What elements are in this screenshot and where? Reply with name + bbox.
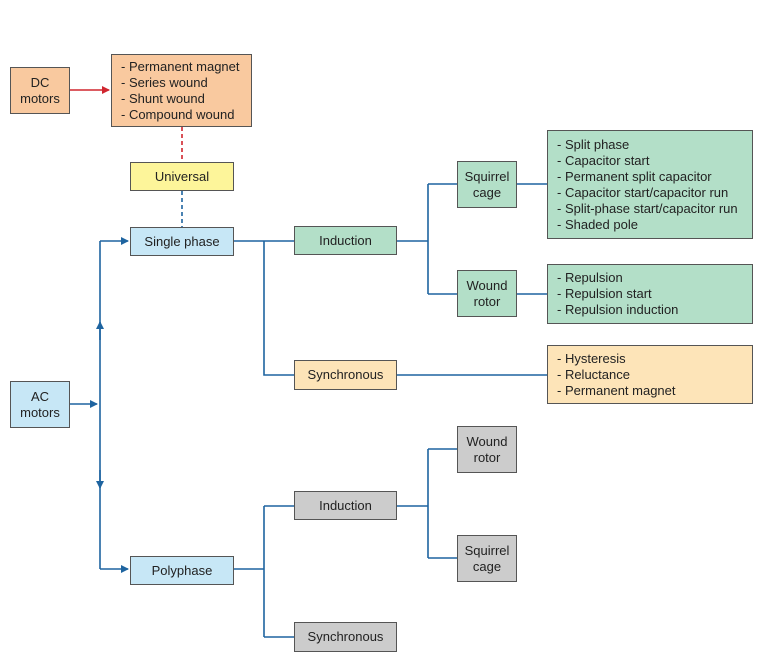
- ac-motors-label: AC motors: [20, 388, 60, 420]
- sp-wound-rotor-node: Wound rotor: [457, 270, 517, 317]
- pp-synchronous-label: Synchronous: [307, 629, 384, 644]
- pp-induction-node: Induction: [294, 491, 397, 520]
- universal-label: Universal: [154, 168, 210, 184]
- pp-induction-label: Induction: [319, 497, 372, 513]
- sp-wound-rotor-label: Wound rotor: [466, 277, 508, 309]
- dc-type-item: - Series wound: [121, 74, 208, 90]
- dc-type-item: - Shunt wound: [121, 90, 205, 106]
- squirrel-cage-type-item: - Split-phase start/capacitor run: [557, 200, 738, 216]
- single-phase-node: Single phase: [130, 227, 234, 256]
- dc-motors-node: DC motors: [10, 67, 70, 114]
- dc-type-item: - Permanent magnet: [121, 58, 240, 74]
- single-phase-label: Single phase: [144, 233, 220, 249]
- dc-types-list: - Permanent magnet- Series wound- Shunt …: [111, 54, 252, 127]
- wound-rotor-type-item: - Repulsion induction: [557, 302, 679, 317]
- polyphase-to-induction-synchronous: [263, 505, 294, 638]
- synchronous-type-item: - Reluctance: [557, 366, 630, 382]
- squirrel-cage-types-list: - Split phase- Capacitor start- Permanen…: [547, 130, 753, 239]
- pp-squirrel-cage-label: Squirrel cage: [464, 542, 510, 574]
- polyphase-node: Polyphase: [130, 556, 234, 585]
- polyphase-label: Polyphase: [151, 562, 213, 578]
- pp-squirrel-cage-node: Squirrel cage: [457, 535, 517, 582]
- sp-induction-node: Induction: [294, 226, 397, 255]
- sp-squirrel-cage-label: Squirrel cage: [464, 168, 510, 200]
- dc-motors-label: DC motors: [20, 74, 60, 106]
- dc-type-item: - Compound wound: [121, 106, 235, 122]
- synchronous-type-item: - Hysteresis: [557, 350, 626, 366]
- sp-synchronous-label: Synchronous: [307, 367, 384, 382]
- pp-wound-rotor-node: Wound rotor: [457, 426, 517, 473]
- squirrel-cage-type-item: - Capacitor start: [557, 152, 650, 168]
- pp-synchronous-node: Synchronous: [294, 622, 397, 652]
- synchronous-type-item: - Permanent magnet: [557, 382, 676, 398]
- wound-rotor-types-list: - Repulsion- Repulsion start- Repulsion …: [547, 264, 753, 324]
- wound-rotor-type-item: - Repulsion start: [557, 286, 652, 301]
- synchronous-types-list: - Hysteresis- Reluctance- Permanent magn…: [547, 345, 753, 404]
- wound-rotor-type-item: - Repulsion: [557, 270, 623, 285]
- single-phase-to-synchronous: [263, 241, 294, 376]
- pp-induction-to-rotor-types: [427, 448, 457, 559]
- squirrel-cage-type-item: - Permanent split capacitor: [557, 168, 712, 184]
- squirrel-cage-type-item: - Split phase: [557, 136, 630, 152]
- pp-wound-rotor-label: Wound rotor: [466, 433, 508, 465]
- sp-squirrel-cage-node: Squirrel cage: [457, 161, 517, 208]
- squirrel-cage-type-item: - Shaded pole: [557, 216, 638, 232]
- ac-motors-node: AC motors: [10, 381, 70, 428]
- sp-induction-label: Induction: [319, 232, 372, 248]
- sp-induction-to-squirrel-cage: [427, 183, 457, 295]
- sp-synchronous-node: Synchronous: [294, 360, 397, 390]
- squirrel-cage-type-item: - Capacitor start/capacitor run: [557, 184, 729, 200]
- universal-node: Universal: [130, 162, 234, 191]
